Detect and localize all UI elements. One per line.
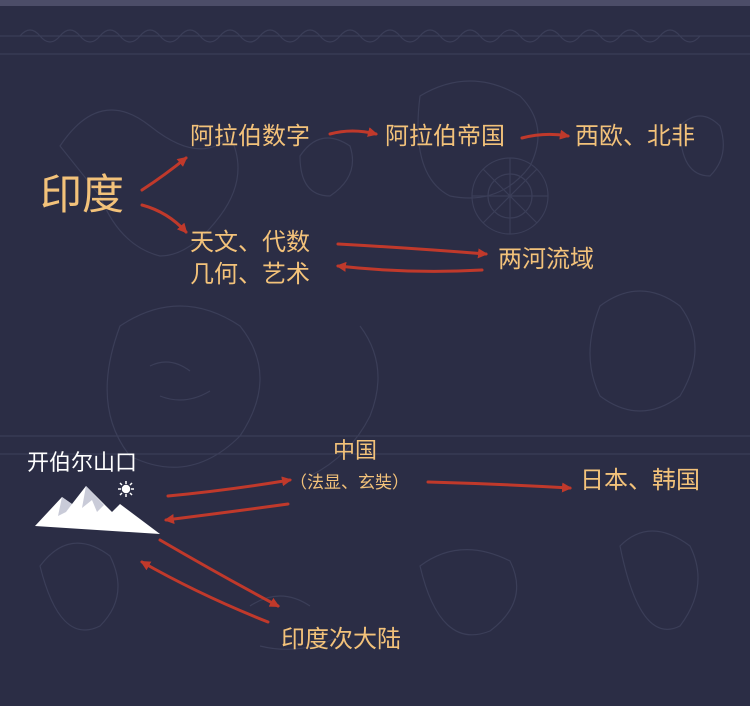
node-arabic-numerals: 阿拉伯数字 [190,122,310,150]
node-mesopotamia: 两河流域 [498,245,594,273]
arrow-empire-to-europe [520,129,570,140]
arrow-khyber-to-subcontinent [158,538,280,608]
arrow-india-to-astronomy [140,203,188,234]
node-western-europe-north-africa: 西欧、北非 [575,122,695,150]
node-japan-korea: 日本、韩国 [580,466,700,494]
arrow-subcontinent-to-khyber [140,560,270,624]
node-india: 印度 [40,170,125,219]
engraving-background [0,29,750,650]
top-band [0,0,750,6]
node-astronomy-line1: 天文、代数 [190,228,310,256]
mountain-icon [35,486,160,534]
arrow-numerals-to-empire [328,127,378,137]
node-china-note: （法显、玄奘） [290,473,409,493]
sun-icon [118,481,134,497]
arrow-india-to-arabic-numerals [140,156,188,192]
node-astronomy-line2: 几何、艺术 [190,260,310,288]
arrow-mesopotamia-to-astronomy [336,261,484,273]
arrow-china-to-japan-korea [426,480,572,493]
arrow-astronomy-to-mesopotamia [336,242,488,259]
node-arab-empire: 阿拉伯帝国 [385,122,505,150]
node-subcontinent: 印度次大陆 [281,625,401,653]
node-khyber-pass: 开伯尔山口 [27,451,138,476]
node-china: 中国 [333,439,378,464]
arrow-china-to-khyber [164,502,290,524]
arrow-khyber-to-china [166,476,292,498]
